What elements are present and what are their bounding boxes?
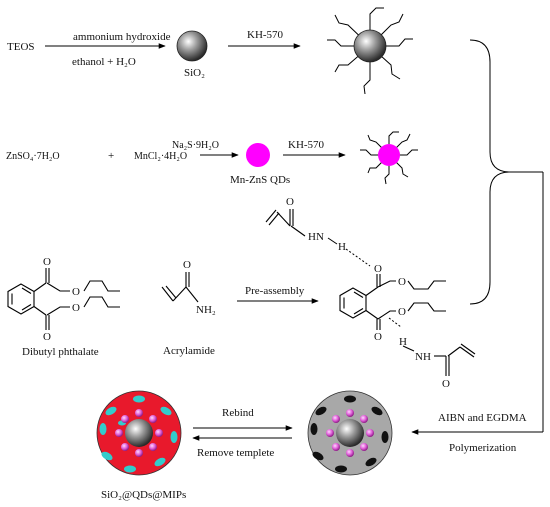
acrylamide-o: O <box>183 259 191 271</box>
template-label: Dibutyl phthalate <box>22 346 99 358</box>
complex-o-top: O <box>286 196 294 208</box>
silica-label: SiO₂ <box>184 67 205 79</box>
reagent-kh570-qd: KH-570 <box>288 139 325 151</box>
final-product-label: SiO₂@QDs@MIPs <box>101 489 186 501</box>
equilibrium-arrows <box>192 425 293 441</box>
dbp-o-bottom: O <box>43 331 51 343</box>
dibutyl-phthalate-structure <box>7 268 120 330</box>
remove-template-label: Remove templete <box>197 447 274 459</box>
mip-particle-icon <box>96 390 182 476</box>
complex-o-ester2: O <box>398 306 406 318</box>
row-quantum-dots: ZnSO₄·7H₂O + MnCl₂·4H₂O Na₂S·9H₂O Mn-ZnS… <box>6 131 418 186</box>
reagent-ethanol-water: ethanol + H₂O <box>72 56 136 68</box>
quantum-dot-icon <box>246 143 270 167</box>
complex-h-bottom: H <box>399 336 407 348</box>
preassembly-label: Pre-assembly <box>245 285 305 297</box>
silica-sphere-icon <box>176 30 208 62</box>
vinyl-qd-icon <box>360 131 418 185</box>
rebind-label: Rebind <box>222 407 254 419</box>
right-brace: AIBN and EGDMA Polymerization <box>411 39 544 454</box>
mncl2-label: MnCl₂·4H₂O <box>134 151 187 162</box>
dbp-o-ester1: O <box>72 286 80 298</box>
acrylamide-nh2: NH₂ <box>196 304 216 316</box>
znso4-label: ZnSO₄·7H₂O <box>6 151 60 162</box>
complex-h-top: H <box>338 241 346 253</box>
complex-o-ester1: O <box>398 276 406 288</box>
polymerization-label: Polymerization <box>449 442 517 454</box>
vinyl-silica-icon <box>327 7 413 95</box>
plus-sign: + <box>108 150 114 162</box>
reagent-na2s: Na₂S·9H₂O <box>172 140 219 151</box>
complex-hn: HN <box>308 231 324 243</box>
hydrogen-bonds <box>345 248 402 328</box>
complex-structure <box>265 209 476 376</box>
reagent-ammonium-hydroxide: ammonium hydroxide <box>73 31 171 43</box>
complex-o-carbonyl: O <box>374 263 382 275</box>
dbp-o-ester2: O <box>72 302 80 314</box>
acrylamide-structure <box>161 272 199 303</box>
monomer-label: Acrylamide <box>163 345 215 357</box>
reagent-kh570-silica: KH-570 <box>247 29 284 41</box>
row-silica: TEOS ammonium hydroxide ethanol + H₂O Si… <box>7 7 413 95</box>
polymerization-reagents: AIBN and EGDMA <box>438 412 527 424</box>
complex-o-amide: O <box>442 378 450 390</box>
teos-label: TEOS <box>7 41 35 53</box>
dbp-o-top: O <box>43 256 51 268</box>
imprinted-particle-icon <box>307 390 393 476</box>
complex-nh: NH <box>415 351 431 363</box>
complex-o-bottom: O <box>374 331 382 343</box>
row-preassembly: O O O O Dibutyl phthalate O NH₂ Acrylami… <box>7 196 476 390</box>
qd-label: Mn-ZnS QDs <box>230 174 290 186</box>
